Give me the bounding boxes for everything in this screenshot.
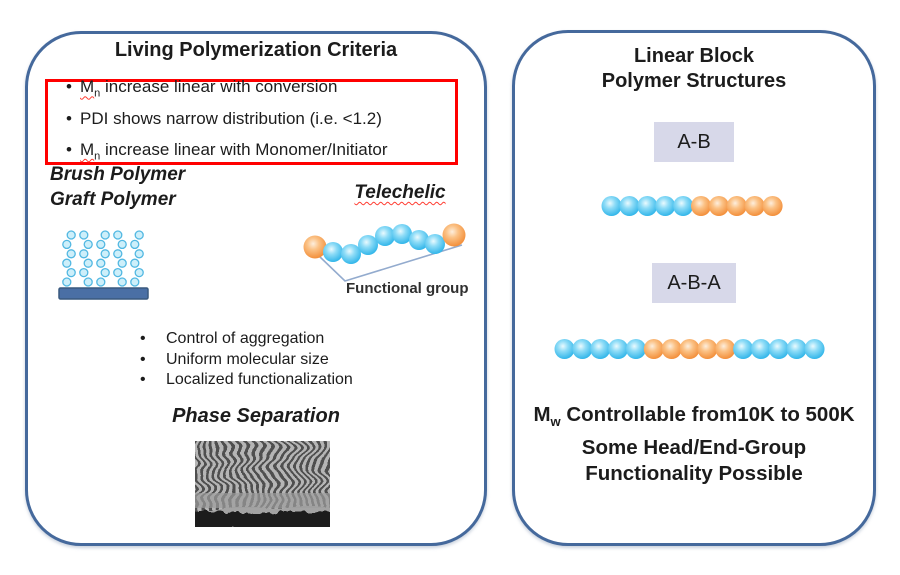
dark-bottom-band bbox=[195, 512, 330, 527]
mid-band bbox=[195, 493, 330, 508]
benefits-list: Control of aggregation Uniform molecular… bbox=[140, 329, 353, 391]
head-end-group-line: Some Head/End-Group bbox=[581, 436, 807, 460]
bullet-dot bbox=[58, 75, 80, 99]
left-panel-title: Living Polymerization Criteria bbox=[114, 39, 398, 61]
brush-bead-chains bbox=[62, 230, 144, 287]
diblock-label-box: A-B bbox=[654, 122, 734, 162]
criteria-box: Mn increase linear with conversion PDI s… bbox=[45, 77, 458, 168]
bullet-dot bbox=[140, 370, 166, 391]
living-polymerization-panel: Living Polymerization Criteria Mn increa… bbox=[25, 31, 487, 546]
list-item: Localized functionalization bbox=[140, 370, 353, 391]
functional-group-pointer-lines bbox=[318, 244, 463, 282]
right-panel-footer: Mw Controllable from10K to 500K Some Hea… bbox=[515, 402, 873, 487]
bullet-dot bbox=[140, 350, 166, 371]
bullet-dot bbox=[58, 138, 80, 162]
right-panel-title: Linear Block Polymer Structures bbox=[601, 45, 787, 92]
phase-separation-image bbox=[195, 441, 330, 527]
functional-group-label: Functional group bbox=[346, 280, 469, 297]
criteria-item: Mn increase linear with Monomer/Initiato… bbox=[48, 138, 455, 168]
graft-polymer-label: Graft Polymer bbox=[50, 189, 176, 210]
list-item: Uniform molecular size bbox=[140, 350, 353, 371]
telechelic-illustration bbox=[303, 223, 466, 282]
bullet-dot bbox=[140, 329, 166, 350]
pdi-term: PDI bbox=[80, 108, 109, 128]
criteria-item: PDI shows narrow distribution (i.e. <1.2… bbox=[48, 107, 455, 137]
criteria-item: Mn increase linear with conversion bbox=[48, 75, 455, 105]
telechelic-label: Telechelic bbox=[354, 182, 446, 203]
diblock-chain bbox=[601, 196, 783, 216]
m-n-term: Mn bbox=[80, 140, 101, 163]
brush-graft-label: Brush Polymer Graft Polymer bbox=[50, 162, 185, 212]
functionality-line: Functionality Possible bbox=[585, 462, 803, 486]
m-n-term: Mn bbox=[80, 77, 101, 100]
list-item: Control of aggregation bbox=[140, 329, 353, 350]
brush-substrate-bar bbox=[58, 287, 149, 300]
triblock-chain bbox=[554, 339, 825, 359]
triblock-label-box: A-B-A bbox=[652, 263, 736, 303]
brush-polymer-illustration bbox=[58, 230, 149, 300]
mw-range-line: Mw Controllable from10K to 500K bbox=[533, 403, 855, 430]
phase-separation-label: Phase Separation bbox=[172, 405, 340, 427]
brush-polymer-label: Brush Polymer bbox=[50, 164, 186, 185]
linear-block-panel: Linear Block Polymer Structures A-B A-B-… bbox=[512, 30, 876, 546]
bullet-dot bbox=[58, 107, 80, 131]
